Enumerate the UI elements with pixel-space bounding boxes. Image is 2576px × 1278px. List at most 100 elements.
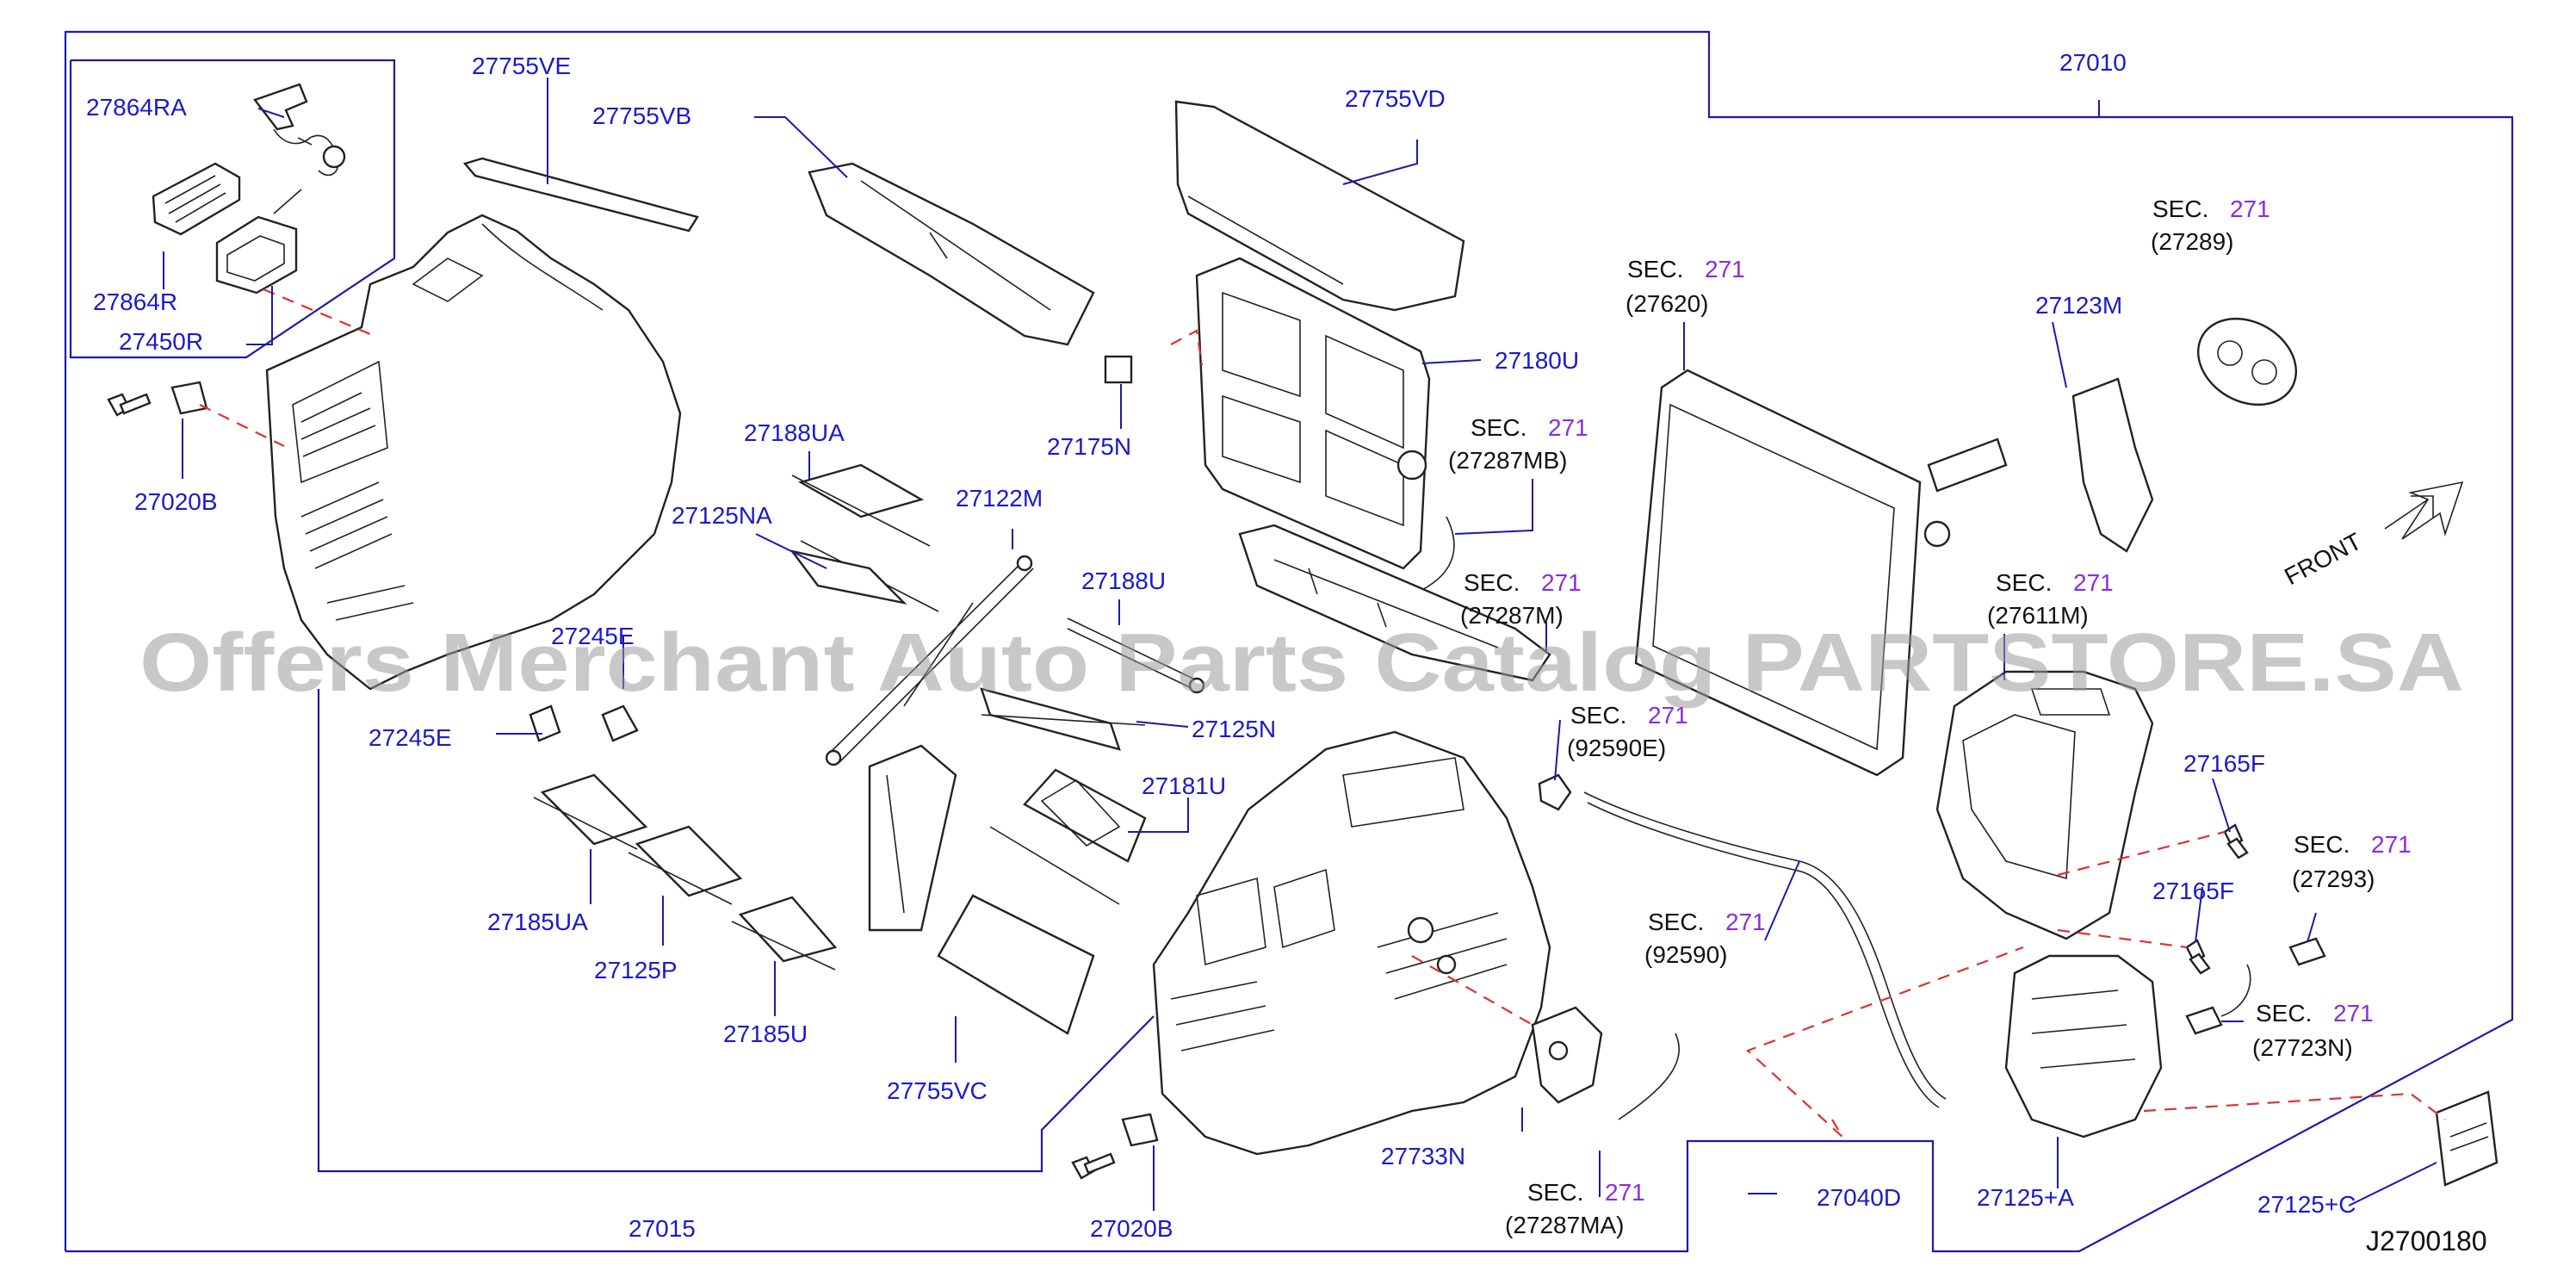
bolt-27020B-left[interactable] <box>107 393 152 417</box>
label-27040D[interactable]: 27040D <box>1817 1184 1901 1211</box>
sec-label: SEC. <box>1527 1179 1583 1206</box>
lower-tray-27287M[interactable] <box>1238 524 1551 682</box>
label-27185U[interactable]: 27185U <box>723 1021 808 1047</box>
shaft-27125NA[interactable] <box>790 540 939 612</box>
connector-27293[interactable] <box>2288 937 2326 966</box>
drain-hose-92590[interactable] <box>1583 791 1947 1108</box>
dashed-line-inset <box>263 288 371 336</box>
sec-ref-27620[interactable]: SEC. 271 (27620) <box>1625 256 1745 317</box>
seal-27123M[interactable] <box>2071 377 2154 553</box>
blower-resistor-part[interactable] <box>152 162 241 236</box>
label-27733N[interactable]: 27733N <box>1381 1143 1465 1169</box>
sec-ref-27723N[interactable]: SEC. 271 (27723N) <box>2252 1000 2374 1061</box>
sec-ref-27289[interactable]: SEC. 271 (27289) <box>2151 195 2270 255</box>
sec-ref-92590E[interactable]: SEC. 271 (92590E) <box>1567 702 1688 761</box>
screw-27165F-a[interactable] <box>2223 823 2249 859</box>
label-27020B-left[interactable]: 27020B <box>134 488 218 515</box>
label-27755VD[interactable]: 27755VD <box>1345 85 1446 112</box>
sec-label: SEC. <box>1570 702 1626 729</box>
sec-ref-code: (27611M) <box>1987 602 2089 629</box>
sec-ref-27287MA[interactable]: SEC. 271 (27287MA) <box>1505 1179 1645 1238</box>
label-27125NA[interactable]: 27125NA <box>672 502 772 529</box>
shaft-27188U[interactable] <box>1067 617 1205 694</box>
label-27165F-a[interactable]: 27165F <box>2183 750 2265 777</box>
intake-door-frame-27180U[interactable] <box>1195 257 1431 570</box>
case-27611M[interactable] <box>1935 670 2154 940</box>
sec-number: 271 <box>1548 414 1588 441</box>
clip-27020B-left[interactable] <box>170 381 208 415</box>
evaporator-27620[interactable] <box>1634 369 2008 777</box>
label-27125C[interactable]: 27125+C <box>2257 1191 2356 1218</box>
sec-ref-27287M[interactable]: SEC. 271 (27287M) <box>1460 569 1582 629</box>
shaft-27125N[interactable] <box>980 687 1146 751</box>
label-27245E-a[interactable]: 27245E <box>551 623 635 649</box>
blower-amp-part[interactable] <box>215 189 302 295</box>
grille-27125C[interactable] <box>2435 1090 2499 1187</box>
sec-number: 271 <box>1705 256 1745 282</box>
harness-connector-part[interactable] <box>253 83 346 177</box>
label-27125A[interactable]: 27125+A <box>1977 1184 2074 1211</box>
dashed-line-screw-a <box>2057 830 2226 877</box>
sec-ref-92590[interactable]: SEC. 271 (92590) <box>1644 909 1766 968</box>
clip-27020B-bottom[interactable] <box>1121 1113 1159 1147</box>
sec-ref-code: (27293) <box>2292 865 2375 892</box>
label-27180U[interactable]: 27180U <box>1495 347 1579 374</box>
label-27125N[interactable]: 27125N <box>1192 716 1276 742</box>
label-27123M[interactable]: 27123M <box>2035 292 2122 319</box>
mode-door-27181U[interactable] <box>989 768 1147 905</box>
label-27181U[interactable]: 27181U <box>1142 772 1226 799</box>
label-27015[interactable]: 27015 <box>629 1215 696 1242</box>
duct-seal-27755VB[interactable] <box>808 162 1095 346</box>
sec-ref-code: (27620) <box>1625 290 1709 317</box>
door-27188UA[interactable] <box>791 463 931 547</box>
bolt-27020B-bottom[interactable] <box>1071 1152 1116 1180</box>
case-27125A[interactable] <box>2004 954 2163 1138</box>
label-27175N[interactable]: 27175N <box>1047 433 1131 460</box>
clip-27245E-a[interactable] <box>529 704 561 742</box>
door-27125P[interactable] <box>628 825 743 905</box>
grommet-27289[interactable] <box>2183 301 2312 422</box>
label-27125P[interactable]: 27125P <box>594 957 678 983</box>
label-27864R[interactable]: 27864R <box>93 288 177 315</box>
label-27755VE[interactable]: 27755VE <box>472 53 571 79</box>
sec-ref-code: (27289) <box>2151 228 2234 255</box>
label-27245E-b[interactable]: 27245E <box>368 724 452 751</box>
label-27122M[interactable]: 27122M <box>956 485 1043 512</box>
door-27185U[interactable] <box>731 896 838 971</box>
cable-27287MA[interactable] <box>1618 1033 1680 1120</box>
screw-27165F-b[interactable] <box>2185 939 2211 975</box>
sec-ref-code: (27287MA) <box>1505 1212 1625 1238</box>
label-27450R[interactable]: 27450R <box>119 328 203 355</box>
dashed-line-screw-b <box>2057 928 2188 949</box>
sec-ref-27287MB[interactable]: SEC. 271 (27287MB) <box>1448 414 1588 474</box>
sensor-27723N[interactable] <box>2185 964 2251 1035</box>
label-27755VC[interactable]: 27755VC <box>887 1077 988 1104</box>
sec-ref-27611M[interactable]: SEC. 271 (27611M) <box>1987 569 2114 629</box>
duct-seal-27755VE[interactable] <box>462 157 699 233</box>
filter-cover-27755VD[interactable] <box>1174 100 1465 312</box>
dashed-line-actuator <box>1411 955 1533 1026</box>
label-27755VB[interactable]: 27755VB <box>592 102 691 129</box>
sec-ref-27293[interactable]: SEC. 271 (27293) <box>2292 831 2412 892</box>
label-27185UA[interactable]: 27185UA <box>487 909 588 935</box>
diagram-code: J2700180 <box>2366 1225 2487 1256</box>
label-27020B-bottom[interactable]: 27020B <box>1090 1215 1173 1242</box>
link-27175N[interactable] <box>1104 355 1133 384</box>
clip-27245E-b[interactable] <box>601 704 639 742</box>
sec-number: 271 <box>2073 569 2114 596</box>
label-27188U[interactable]: 27188U <box>1081 568 1166 594</box>
actuator-27733N[interactable] <box>1531 1006 1603 1104</box>
filter-27755VC[interactable] <box>937 894 1095 1035</box>
heater-unit-27015[interactable] <box>1152 730 1551 1156</box>
label-27010[interactable]: 27010 <box>2059 49 2127 76</box>
label-27165F-b[interactable]: 27165F <box>2152 878 2234 904</box>
sec-label: SEC. <box>1996 569 2052 596</box>
label-27864RA[interactable]: 27864RA <box>86 94 187 121</box>
label-27188UA[interactable]: 27188UA <box>744 419 845 446</box>
case-left-part[interactable] <box>265 214 682 691</box>
vent-duct-part[interactable] <box>868 744 957 932</box>
leader-lines <box>163 78 2437 1211</box>
door-27185UA[interactable] <box>533 773 648 850</box>
link-lever-27122M[interactable] <box>825 555 1034 766</box>
sec-number: 271 <box>2333 1000 2374 1027</box>
